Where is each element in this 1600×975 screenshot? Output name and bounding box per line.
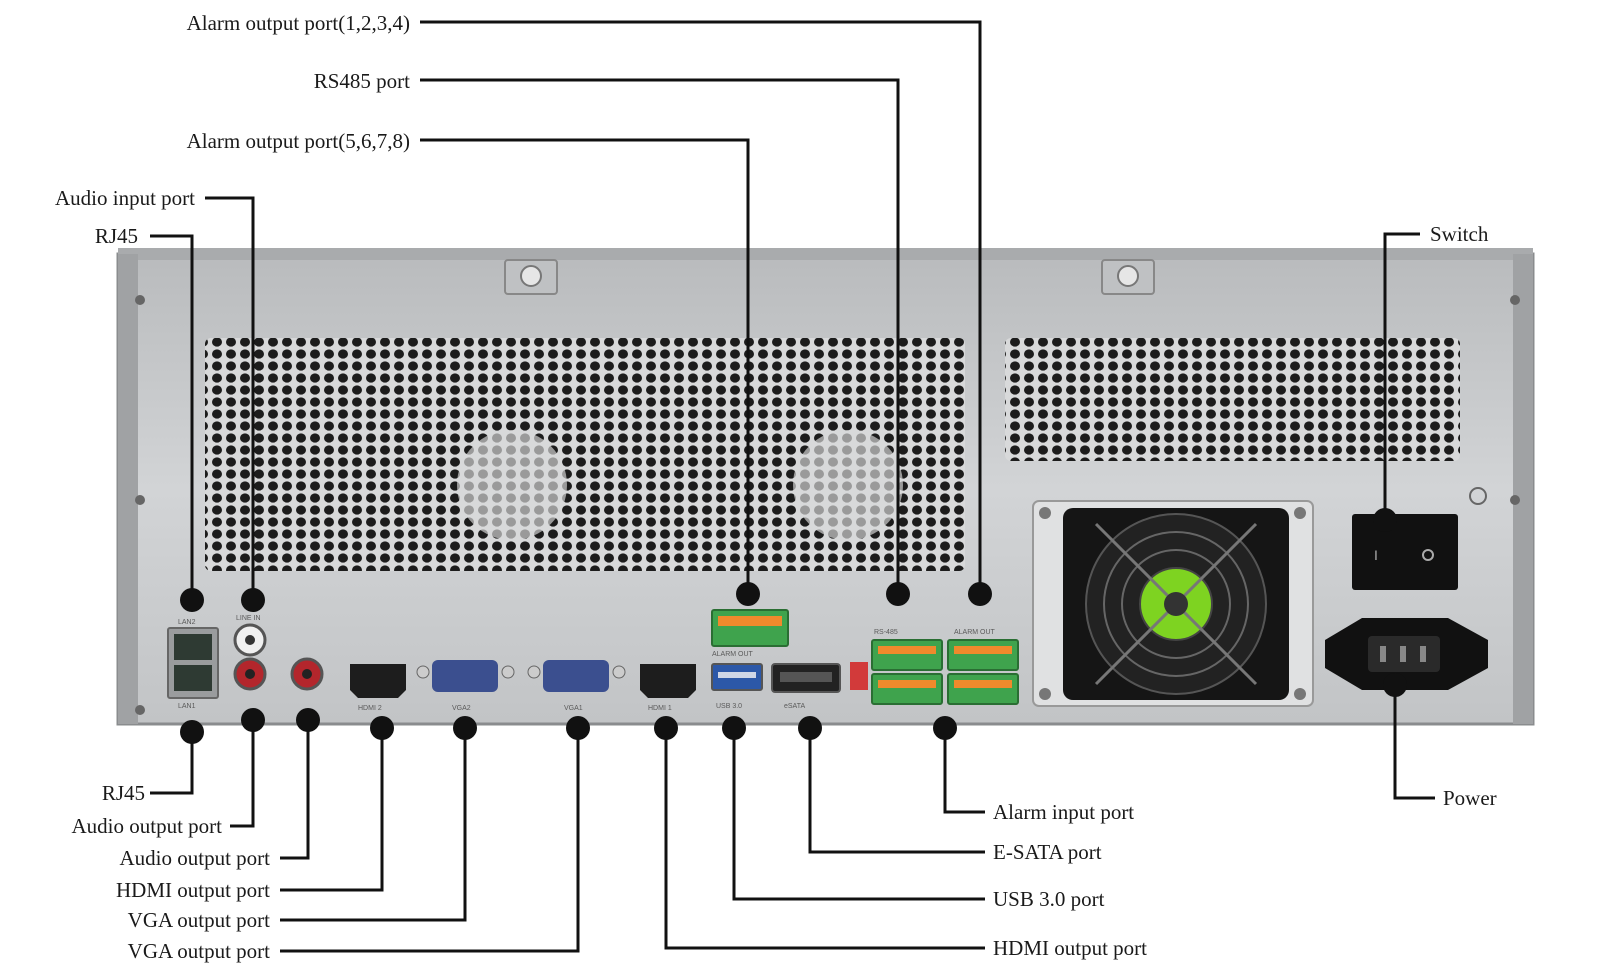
- leader-audio-in: [205, 196, 255, 600]
- dot-audio-in: [241, 588, 265, 612]
- port-esata[interactable]: eSATA: [771, 663, 841, 710]
- leader-power: [1393, 685, 1435, 800]
- silk-lan2: LAN2: [178, 619, 196, 626]
- dot-esata: [798, 716, 822, 740]
- power-inlet[interactable]: [1325, 618, 1488, 690]
- vent-grille-right: [1005, 338, 1460, 461]
- silk-usb: USB 3.0: [716, 703, 742, 710]
- psu-fan: [1032, 500, 1314, 707]
- terminal-alarm-out-5678[interactable]: ALARM OUT: [711, 609, 789, 658]
- label-alarm-out-5678: Alarm output port(5,6,7,8): [187, 129, 410, 153]
- leader-switch: [1383, 232, 1420, 520]
- label-audio-out-1: Audio output port: [72, 814, 223, 838]
- leader-audio-out-1: [230, 720, 255, 828]
- leader-hdmi-left: [280, 728, 384, 892]
- label-vga-2: VGA output port: [128, 939, 271, 963]
- label-rj45-bottom: RJ45: [102, 781, 145, 805]
- label-rs485: RS485 port: [314, 69, 410, 93]
- leader-vga-1: [280, 728, 467, 922]
- label-esata: E-SATA port: [993, 840, 1102, 864]
- silk-lan1: LAN1: [178, 703, 196, 710]
- label-rj45-top: RJ45: [95, 224, 138, 248]
- port-hdmi-1[interactable]: HDMI 1: [640, 664, 696, 712]
- leader-rs485: [420, 78, 900, 594]
- dot-vga-2: [566, 716, 590, 740]
- label-hdmi-left: HDMI output port: [116, 878, 270, 902]
- dot-power: [1383, 673, 1407, 697]
- terminal-rs485[interactable]: RS-485: [871, 629, 943, 705]
- silk-hdmi2: HDMI 2: [358, 705, 382, 712]
- dot-audio-out-1: [241, 708, 265, 732]
- leader-hdmi-right: [664, 728, 985, 950]
- port-lan-stack[interactable]: LAN2 LAN1: [167, 619, 219, 710]
- leader-rj45-bottom: [150, 732, 194, 795]
- leader-audio-out-2: [280, 720, 310, 860]
- dot-alarm-out-5678: [736, 582, 760, 606]
- label-vga-1: VGA output port: [128, 908, 271, 932]
- dot-hdmi-left: [370, 716, 394, 740]
- leader-usb3: [732, 728, 985, 901]
- silk-rs485: RS-485: [874, 629, 898, 636]
- silk-line-in: LINE IN: [236, 615, 261, 622]
- leader-lines: [150, 20, 1435, 953]
- silk-alarm-out: ALARM OUT: [712, 651, 754, 658]
- dot-rj45-bottom: [180, 720, 204, 744]
- label-power: Power: [1443, 786, 1497, 810]
- dot-alarm-out-1234: [968, 582, 992, 606]
- power-switch[interactable]: I: [1352, 514, 1458, 590]
- dot-audio-out-2: [296, 708, 320, 732]
- label-audio-in: Audio input port: [55, 186, 195, 210]
- vent-grille-left: [205, 338, 965, 571]
- dot-usb3: [722, 716, 746, 740]
- svg-text:I: I: [1374, 547, 1378, 563]
- mount-screw-left: [504, 259, 558, 295]
- silk-alarm-out-2: ALARM OUT: [954, 629, 996, 636]
- dot-switch: [1373, 508, 1397, 532]
- silk-vga2: VGA2: [452, 705, 471, 712]
- label-usb3: USB 3.0 port: [993, 887, 1105, 911]
- dot-alarm-in: [933, 716, 957, 740]
- silk-vga1: VGA1: [564, 705, 583, 712]
- mount-screw-right: [1101, 259, 1155, 295]
- label-alarm-out-1234: Alarm output port(1,2,3,4): [187, 11, 410, 35]
- leader-alarm-in: [943, 728, 985, 814]
- dot-hdmi-right: [654, 716, 678, 740]
- silk-esata: eSATA: [784, 703, 805, 710]
- leader-esata: [808, 728, 985, 854]
- dot-vga-1: [453, 716, 477, 740]
- callout-labels: Alarm output port(1,2,3,4) RS485 port Al…: [55, 11, 1497, 963]
- silk-hdmi1: HDMI 1: [648, 705, 672, 712]
- leader-vga-2: [280, 728, 580, 953]
- port-vga-1[interactable]: VGA1: [527, 660, 626, 712]
- port-audio-out-2[interactable]: [290, 657, 324, 691]
- ground-screw-icon: [1469, 487, 1487, 505]
- port-hdmi-2[interactable]: HDMI 2: [350, 664, 406, 712]
- dot-rj45-top: [180, 588, 204, 612]
- port-line-in[interactable]: LINE IN: [233, 615, 267, 657]
- leader-alarm-out-1234: [420, 20, 982, 594]
- label-alarm-in: Alarm input port: [993, 800, 1134, 824]
- label-switch: Switch: [1430, 222, 1489, 246]
- port-vga-2[interactable]: VGA2: [416, 660, 515, 712]
- port-usb3[interactable]: USB 3.0: [711, 663, 763, 710]
- leader-alarm-out-5678: [420, 138, 750, 594]
- leader-rj45-top: [150, 234, 194, 600]
- label-audio-out-2: Audio output port: [120, 846, 271, 870]
- dot-rs485: [886, 582, 910, 606]
- label-hdmi-right: HDMI output port: [993, 936, 1147, 960]
- terminal-alarm-out-1234[interactable]: ALARM OUT: [947, 629, 1019, 705]
- dip-switch[interactable]: [850, 662, 868, 690]
- callout-dots: [180, 508, 1407, 744]
- port-audio-out-1[interactable]: [233, 657, 267, 691]
